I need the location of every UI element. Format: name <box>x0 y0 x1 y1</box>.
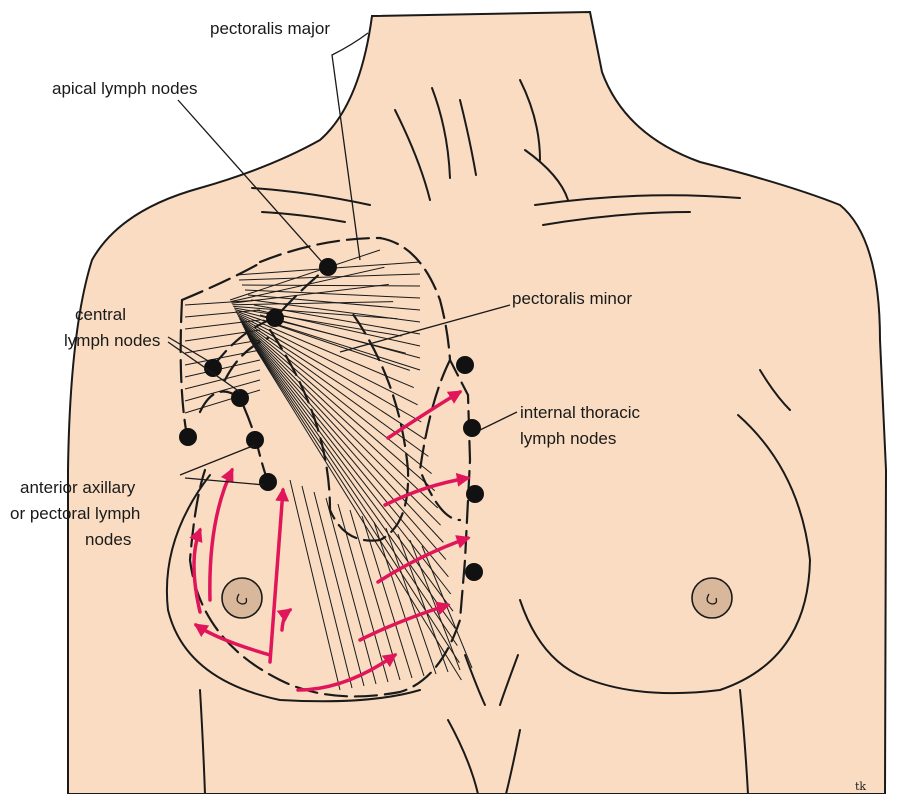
artist-signature: tk <box>855 780 866 793</box>
label-anterior-axillary-line3: nodes <box>85 530 131 549</box>
pectoral-node-lower <box>259 473 277 491</box>
internal-thoracic-node-4 <box>465 563 483 581</box>
label-internal-thoracic-line1: internal thoracic <box>520 403 641 422</box>
label-central-nodes-line1: central <box>75 305 126 324</box>
torso-silhouette <box>68 12 886 794</box>
label-pectoralis-major: pectoralis major <box>210 19 330 38</box>
internal-thoracic-node-3 <box>466 485 484 503</box>
label-anterior-axillary-line1: anterior axillary <box>20 478 136 497</box>
label-apical-nodes: apical lymph nodes <box>52 79 198 98</box>
central-node-upper <box>266 309 284 327</box>
label-internal-thoracic-line2: lymph nodes <box>520 429 616 448</box>
label-anterior-axillary-line2: or pectoral lymph <box>10 504 140 523</box>
axillary-node-lateral <box>179 428 197 446</box>
pectoral-node <box>246 431 264 449</box>
central-node <box>204 359 222 377</box>
label-central-nodes-line2: lymph nodes <box>64 331 160 350</box>
internal-thoracic-node-2 <box>463 419 481 437</box>
label-pectoralis-minor: pectoralis minor <box>512 289 632 308</box>
internal-thoracic-node-1 <box>456 356 474 374</box>
